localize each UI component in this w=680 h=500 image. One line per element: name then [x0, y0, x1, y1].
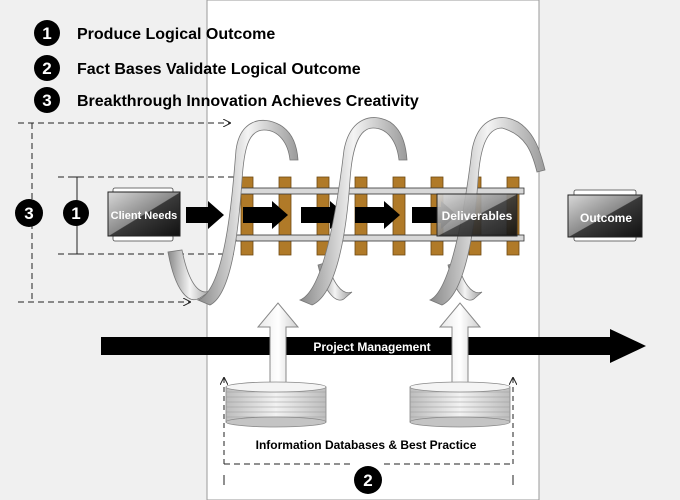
marker-3-badge: [15, 199, 43, 227]
legend-number-2: 2: [42, 59, 51, 78]
flow-arrow: [355, 201, 400, 229]
legend-text-3: Breakthrough Innovation Achieves Creativ…: [77, 93, 419, 110]
marker-2-number: 2: [363, 471, 372, 490]
flow-arrow: [243, 201, 288, 229]
legend-badge-2: [34, 55, 60, 81]
up-arrows: [256, 302, 482, 384]
deliverables-label: Deliverables: [442, 209, 513, 223]
outcome-box: Outcome: [567, 189, 643, 242]
legend-text-2: Fact Bases Validate Logical Outcome: [77, 61, 361, 78]
deliverables-box: Deliverables: [436, 193, 518, 237]
legend-text-1: Produce Logical Outcome: [77, 26, 275, 43]
bracket-3: [18, 123, 230, 302]
spring-front: [196, 117, 546, 306]
legend-badge-3: [34, 87, 60, 113]
client-needs-box: Client Needs: [107, 187, 181, 242]
marker-2-badge: [354, 466, 382, 494]
marker-1-badge: [63, 200, 89, 226]
bracket-2: [224, 378, 513, 485]
client-needs-label: Client Needs: [111, 210, 178, 222]
legend: 1 Produce Logical Outcome 2 Fact Bases V…: [34, 20, 419, 113]
flow-arrow: [186, 201, 224, 229]
databases-label: Information Databases & Best Practice: [256, 438, 477, 452]
up-arrow-right: [438, 302, 482, 384]
database-stack-right: [409, 381, 511, 428]
legend-number-3: 3: [42, 91, 51, 110]
project-management-arrow: Project Management: [101, 329, 646, 363]
project-management-label: Project Management: [313, 340, 430, 354]
marker-3-number: 3: [24, 204, 33, 223]
legend-badge-1: [34, 20, 60, 46]
database-stack-left: [225, 381, 327, 428]
marker-1-number: 1: [71, 204, 80, 223]
legend-number-1: 1: [42, 24, 51, 43]
outcome-label: Outcome: [580, 211, 632, 225]
up-arrow-left: [256, 302, 300, 384]
